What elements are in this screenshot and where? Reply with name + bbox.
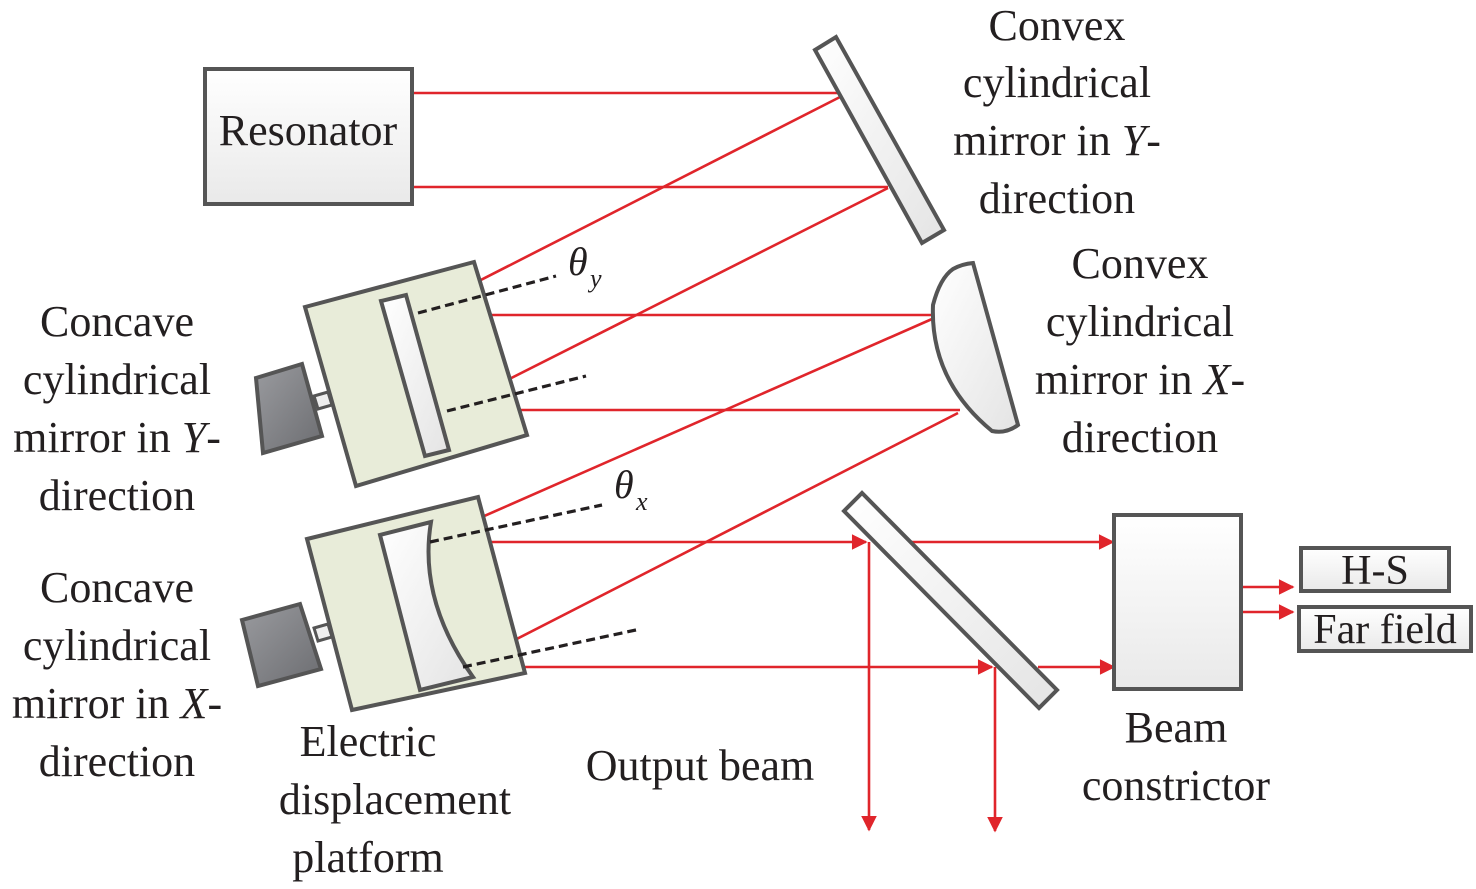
concave-y-label-line4: direction — [39, 471, 195, 520]
concave-x-assembly — [239, 494, 637, 713]
convex-y-label-line1: Convex — [989, 1, 1126, 50]
concave-y-label-line1: Concave — [40, 297, 194, 346]
platform-label: Electric displacement platform — [279, 717, 511, 882]
concave-y-label-line3: mirror in Y- — [13, 413, 221, 462]
normal-line-x-bottom — [462, 628, 637, 669]
concave-x-label-line4: direction — [39, 737, 195, 786]
normal-line-y-bottom — [446, 374, 587, 413]
theta-x-symbol: θ — [614, 462, 634, 507]
far-field-box — [1297, 605, 1473, 653]
concave-x-label-line1: Concave — [40, 563, 194, 612]
concave-y-label: Concave cylindrical mirror in Y- directi… — [13, 297, 221, 520]
theta-x-label: θ x — [614, 462, 648, 516]
convex-x-mirror-shape — [930, 260, 1021, 434]
resonator-box — [203, 67, 414, 206]
theta-x-subscript: x — [635, 487, 648, 516]
beam-constrictor-label-line2: constrictor — [1082, 761, 1271, 810]
hs-box — [1299, 546, 1451, 593]
motor-y — [253, 361, 325, 456]
beam-constrictor-box — [1112, 513, 1243, 691]
beam-convexy-to-concavey-top — [416, 95, 841, 314]
convex-y-label-line3: mirror in Y- — [953, 116, 1161, 165]
resonator: Resonator — [203, 67, 414, 206]
concave-x-label-line2: cylindrical — [23, 621, 211, 670]
beam-splitter-shape — [841, 490, 1060, 711]
concave-y-mirror-shape — [378, 292, 452, 459]
beam-paths — [412, 91, 1295, 833]
beam-splitter — [841, 490, 1060, 711]
resonator-label: Resonator — [219, 106, 398, 155]
theta-y-label: θ y — [568, 239, 602, 293]
beam-constrictor-label-line1: Beam — [1125, 703, 1228, 752]
beam-convexx-to-concavex-top — [430, 317, 933, 541]
hs-detector: H-S — [1299, 546, 1451, 594]
beam-convexx-to-concavex-bottom — [462, 411, 959, 668]
convex-y-label: Convex cylindrical mirror in Y- directio… — [953, 1, 1161, 223]
motor-x — [239, 601, 324, 689]
convex-y-mirror-shape — [812, 34, 947, 246]
concave-y-label-line2: cylindrical — [23, 355, 211, 404]
convex-x-label-line4: direction — [1062, 413, 1218, 462]
concave-x-label-line3: mirror in X- — [12, 679, 222, 728]
hs-label: H-S — [1341, 548, 1409, 594]
concave-x-label: Concave cylindrical mirror in X- directi… — [12, 563, 222, 786]
convex-y-label-line4: direction — [979, 174, 1135, 223]
platform-label-line2: displacement — [279, 775, 511, 824]
convex-y-label-line2: cylindrical — [963, 58, 1151, 107]
far-field-label: Far field — [1313, 607, 1456, 653]
far-field-detector: Far field — [1297, 605, 1473, 653]
convex-x-label-line3: mirror in X- — [1035, 355, 1245, 404]
platform-label-line1: Electric — [300, 717, 437, 766]
platform-label-line3: platform — [292, 833, 444, 882]
normal-line-x-top — [429, 503, 603, 544]
concave-y-assembly — [253, 259, 587, 489]
output-beam-label: Output beam — [586, 741, 815, 790]
theta-y-symbol: θ — [568, 239, 588, 284]
convex-x-label: Convex cylindrical mirror in X- directio… — [1035, 239, 1245, 462]
concave-x-mirror-shape — [377, 519, 477, 693]
beam-convexy-to-concavey-bottom — [444, 186, 889, 413]
convex-x-label-line2: cylindrical — [1046, 297, 1234, 346]
convex-x-label-line1: Convex — [1072, 239, 1209, 288]
convex-x-mirror — [930, 260, 1021, 434]
theta-y-subscript: y — [587, 264, 602, 293]
beam-constrictor: Beam constrictor — [1082, 513, 1271, 810]
convex-y-mirror — [812, 34, 947, 246]
normal-line-y-top — [417, 274, 557, 315]
